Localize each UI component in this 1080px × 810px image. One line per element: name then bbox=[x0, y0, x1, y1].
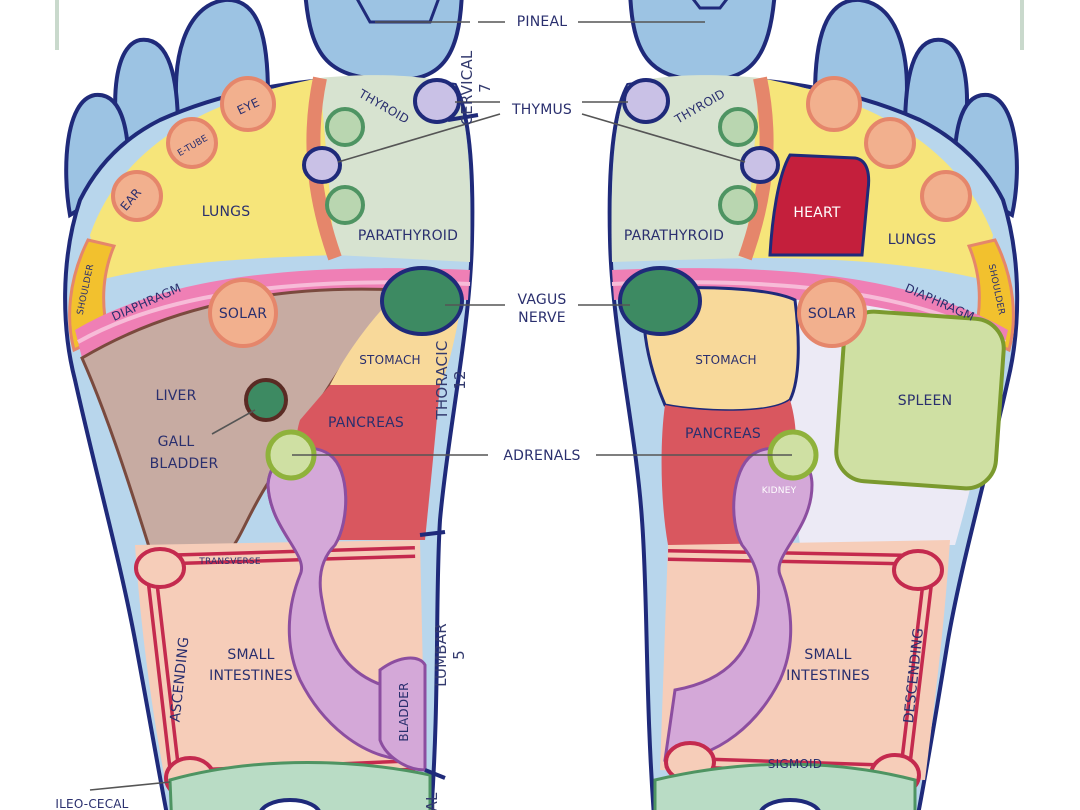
left-ear-circle bbox=[111, 170, 163, 222]
label-right-spleen: SPLEEN bbox=[898, 393, 953, 409]
label-cervical-num: 7 bbox=[476, 83, 494, 93]
label-right-pancreas: PANCREAS bbox=[685, 426, 761, 442]
right-kidney bbox=[663, 446, 814, 762]
label-thymus: THYMUS bbox=[511, 102, 572, 118]
label-right-kidney: KIDNEY bbox=[762, 486, 797, 496]
label-left-pancreas: PANCREAS bbox=[328, 415, 404, 431]
right-parathyroid-circle-top bbox=[718, 107, 758, 147]
left-parathyroid-circle-top bbox=[325, 107, 365, 147]
left-lungs-zone bbox=[90, 78, 335, 280]
label-left-bladder-gall: BLADDER bbox=[150, 456, 219, 472]
right-big-toe bbox=[628, 0, 777, 83]
label-lumbar-num: 5 bbox=[450, 650, 468, 660]
label-right-lungs: LUNGS bbox=[888, 232, 937, 248]
right-solar-circle bbox=[797, 278, 867, 348]
label-adrenals: ADRENALS bbox=[503, 448, 580, 464]
label-pineal: PINEAL bbox=[517, 14, 567, 30]
left-heel-zone bbox=[168, 761, 432, 810]
left-etube-circle bbox=[166, 117, 218, 169]
label-left-gall: GALL bbox=[158, 434, 195, 450]
label-right-stomach: STOMACH bbox=[695, 353, 757, 367]
right-toe-circle-3 bbox=[920, 170, 972, 222]
label-left-intestines: INTESTINES bbox=[209, 668, 293, 684]
right-foot bbox=[607, 0, 1020, 810]
label-sacral: AL bbox=[423, 792, 441, 810]
left-eye-circle bbox=[220, 76, 276, 132]
label-left-parathyroid: PARATHYROID bbox=[358, 228, 458, 244]
leader-lines bbox=[89, 21, 792, 791]
left-thymus-upper bbox=[413, 78, 461, 124]
label-ileocecal: ILEO-CECAL bbox=[55, 797, 128, 810]
label-left-transverse: TRANSVERSE bbox=[198, 557, 261, 567]
right-toe-circle-2 bbox=[864, 117, 916, 169]
label-lumbar: LUMBAR bbox=[432, 623, 450, 687]
left-thymus-lower bbox=[302, 146, 342, 184]
label-right-sigmoid: SIGMOID bbox=[768, 757, 822, 771]
label-right-heart: HEART bbox=[793, 205, 840, 221]
left-foot bbox=[63, 0, 479, 810]
label-cervical: CERVICAL bbox=[458, 50, 476, 125]
label-thoracic-num: 12 bbox=[451, 370, 469, 390]
label-left-solar: SOLAR bbox=[219, 306, 267, 322]
thymus-leader-left-bottom bbox=[337, 113, 501, 163]
label-right-solar: SOLAR bbox=[808, 306, 856, 322]
left-vagus-nerve bbox=[380, 266, 464, 336]
left-spine-tick-cervical bbox=[447, 113, 479, 122]
label-vagus: VAGUS bbox=[518, 292, 567, 308]
label-right-small: SMALL bbox=[804, 647, 851, 663]
right-vagus-nerve bbox=[618, 266, 702, 336]
left-kidney-ureter bbox=[266, 446, 414, 762]
label-right-intestines: INTESTINES bbox=[786, 668, 870, 684]
right-heel-zone bbox=[653, 762, 917, 810]
left-big-toe bbox=[303, 0, 464, 83]
label-thoracic: THORACIC bbox=[433, 340, 451, 420]
right-toe-circle-1 bbox=[806, 76, 862, 132]
right-heel-spot bbox=[759, 798, 821, 810]
left-solar-circle bbox=[208, 278, 278, 348]
label-left-liver: LIVER bbox=[155, 388, 196, 404]
thymus-leader-right-bottom bbox=[581, 113, 746, 163]
left-colon-corner-top bbox=[134, 547, 186, 589]
label-left-bladder: BLADDER bbox=[397, 682, 411, 741]
label-nerve: NERVE bbox=[518, 310, 566, 326]
right-thymus-upper bbox=[622, 78, 670, 124]
right-spleen bbox=[834, 309, 1006, 491]
ileocecal-leader bbox=[89, 781, 171, 791]
right-thymus-lower bbox=[740, 146, 780, 184]
left-heel-spot bbox=[259, 798, 321, 810]
right-parathyroid-circle-bottom bbox=[718, 185, 758, 225]
gall-bladder-leader bbox=[211, 409, 256, 435]
left-parathyroid-circle-bottom bbox=[325, 185, 365, 225]
left-spine-tick-sacral bbox=[424, 768, 446, 780]
right-pineal-spot bbox=[691, 0, 729, 10]
left-spine-tick-lumbar bbox=[419, 530, 446, 537]
label-left-stomach: STOMACH bbox=[359, 353, 421, 367]
right-heart-zone bbox=[768, 153, 871, 257]
right-colon-corner-top bbox=[892, 549, 944, 591]
label-left-small: SMALL bbox=[227, 647, 274, 663]
label-right-parathyroid: PARATHYROID bbox=[624, 228, 724, 244]
label-left-lungs: LUNGS bbox=[202, 204, 251, 220]
left-gall-bladder-circle bbox=[244, 378, 288, 422]
